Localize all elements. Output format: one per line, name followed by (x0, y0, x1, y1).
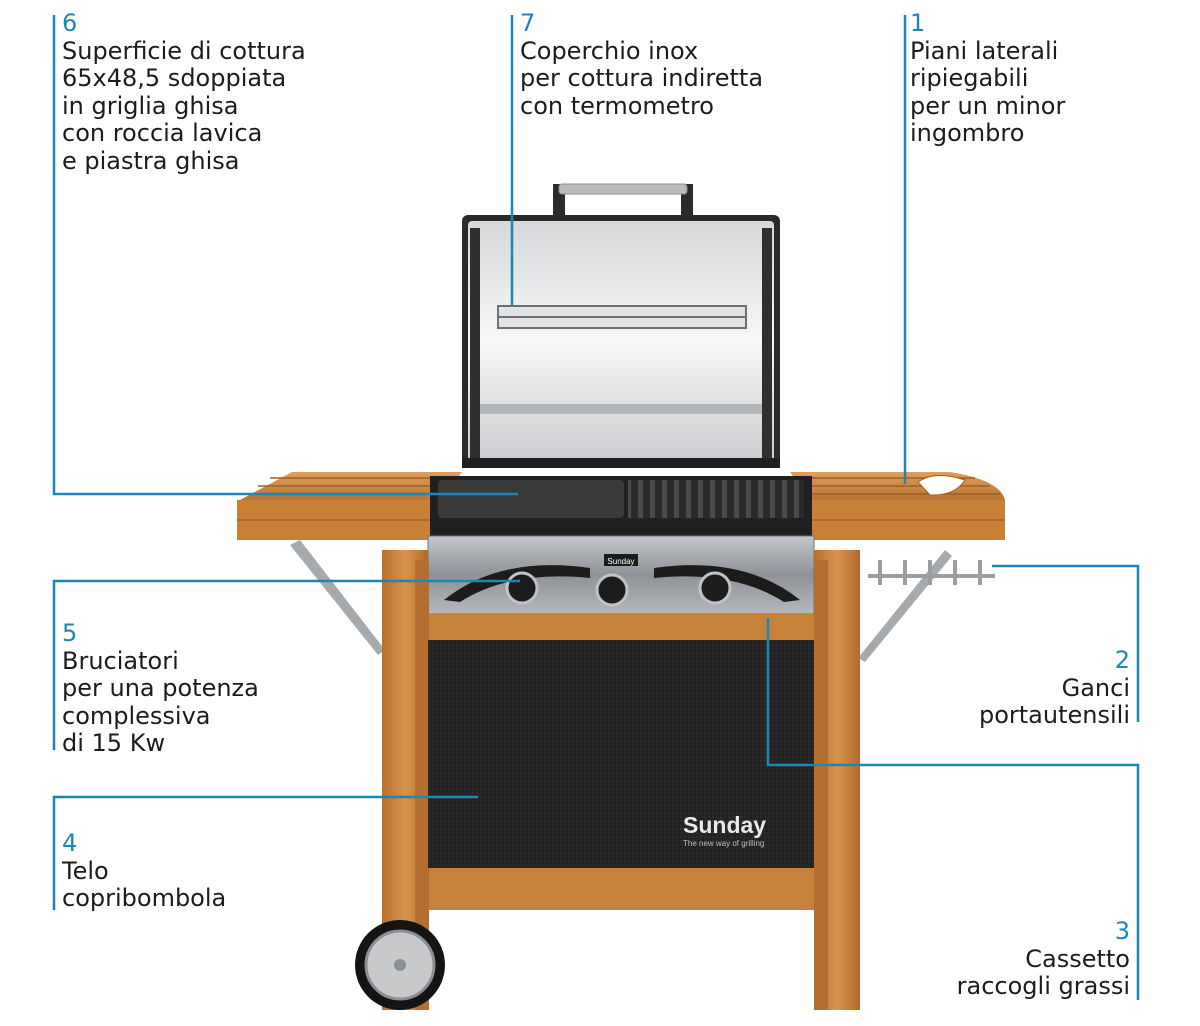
callout-line: Coperchio inox (520, 36, 699, 65)
callout-line: per cottura indiretta (520, 64, 764, 92)
callout-line: con roccia lavica (62, 119, 263, 147)
callout-6: 6 Superficie di cottura 65x48,5 sdoppiat… (62, 9, 306, 175)
callout-3: 3 Cassetto raccogli grassi (956, 917, 1130, 1001)
utensil-hooks (868, 560, 995, 585)
cooking-surface (430, 476, 812, 536)
cart-frame (382, 550, 860, 1010)
control-panel: Sunday (395, 535, 815, 622)
callout-line: Superficie di cottura (62, 36, 306, 65)
warming-rack (497, 305, 747, 329)
leader-lines (52, 15, 1140, 1000)
callout-line: e piastra ghisa (62, 146, 240, 175)
callout-line: raccogli grassi (956, 972, 1130, 1000)
leader-5 (52, 579, 520, 750)
callout-2: 2 Ganci portautensili (978, 646, 1130, 730)
callout-number: 6 (62, 9, 78, 37)
callout-4: 4 Telo copribombola (62, 829, 227, 913)
callout-line: ripiegabili (910, 64, 1029, 92)
callout-line: Bruciatori (62, 646, 179, 675)
callout-number: 1 (910, 9, 926, 37)
lid (462, 215, 780, 468)
callout-line: 65x48,5 sdoppiata (62, 64, 287, 92)
leader-3 (766, 618, 1140, 1000)
callout-5: 5 Bruciatori per una potenza complessiva… (62, 619, 259, 758)
callout-line: di 15 Kw (62, 729, 166, 757)
callout-line: complessiva (62, 701, 211, 730)
brand-logo: Sunday The new way of grilling (683, 812, 793, 850)
callout-line: in griglia ghisa (62, 91, 239, 120)
brand-tagline: The new way of grilling (683, 839, 765, 848)
callout-number: 4 (62, 829, 78, 857)
callout-line: Telo (62, 856, 109, 885)
leader-2 (992, 564, 1140, 722)
callout-7: 7 Coperchio inox per cottura indiretta c… (520, 9, 764, 120)
leader-6 (52, 15, 518, 496)
callout-line: Ganci (1061, 673, 1130, 702)
callout-line: Cassetto (1025, 944, 1130, 973)
callout-line: Piani laterali (910, 36, 1059, 65)
right-side-shelf (790, 472, 1005, 662)
callout-1: 1 Piani laterali ripiegabili per un mino… (910, 9, 1066, 148)
leader-4 (52, 795, 478, 910)
callout-line: copribombola (62, 884, 227, 912)
brand-name: Sunday (683, 812, 767, 838)
panel-logo: Sunday (607, 557, 634, 566)
callout-line: ingombro (910, 119, 1025, 147)
callout-line: per un minor (910, 91, 1066, 120)
callout-line: portautensili (978, 701, 1130, 729)
wheel-icon (355, 920, 445, 1010)
callout-number: 5 (62, 619, 78, 647)
callout-line: con termometro (520, 91, 714, 120)
callout-number: 3 (1114, 917, 1130, 945)
callout-number: 7 (520, 9, 536, 37)
callout-number: 2 (1114, 646, 1130, 674)
tank-cover (428, 640, 814, 868)
lid-handle (553, 183, 693, 216)
callout-line: per una potenza (62, 674, 259, 702)
